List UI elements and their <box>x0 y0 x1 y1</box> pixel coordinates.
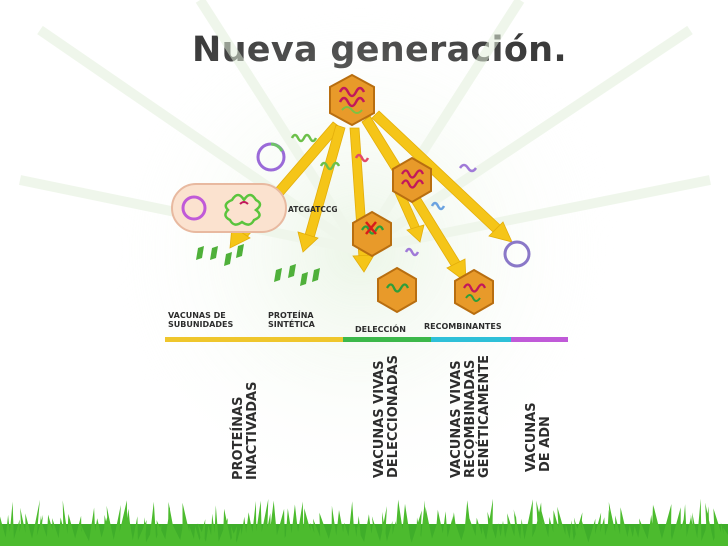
arrow-to-dna-plasmid <box>371 110 513 243</box>
virus-recombinant-icon <box>454 268 494 316</box>
gene-sequence-label: ATCGATCCG <box>288 205 338 214</box>
category-label-recombinant: RECOMBINANTES <box>424 322 502 331</box>
dna-coil-icon <box>290 133 478 257</box>
vertical-label-deleted-live-vaccines: VACUNAS VIVAS DELECCIONADAS <box>372 355 401 478</box>
bacterial-cell-icon <box>171 183 287 233</box>
category-baseline <box>165 337 568 342</box>
category-label-deletion: DELECCIÓN <box>355 325 406 334</box>
vertical-label-line: INACTIVADAS <box>245 381 260 480</box>
plasmid-icon <box>256 142 286 172</box>
grass-decoration <box>0 498 728 546</box>
category-label-line: RECOMBINANTES <box>424 322 502 331</box>
vertical-label-line: DE ADN <box>538 416 553 472</box>
vertical-label-line: VACUNAS <box>524 402 539 472</box>
category-label-subunit-vaccines: VACUNAS DE SUBUNIDADES <box>168 311 233 329</box>
vertical-label-line: VACUNAS VIVAS <box>372 360 387 478</box>
vertical-label-line: DELECCIONADAS <box>386 355 401 478</box>
category-label-line: PROTEÍNA <box>268 311 314 320</box>
virus-icon <box>377 266 417 314</box>
virus-icon <box>329 73 375 127</box>
vertical-label-line: VACUNAS VIVAS <box>449 360 464 478</box>
vertical-label-inactivated-proteins: PROTEÍNAS INACTIVADAS <box>231 381 260 480</box>
vertical-label-line: GENÉTICAMENTE <box>477 354 492 478</box>
category-label-line: DELECCIÓN <box>355 325 406 334</box>
protein-fragments <box>196 244 320 286</box>
dna-plasmid-icon <box>503 240 531 268</box>
vertical-label-line: RECOMBINADAS <box>463 359 478 478</box>
category-label-line: SINTÉTICA <box>268 320 315 329</box>
vertical-label-recombinant-live-vaccines: VACUNAS VIVAS RECOMBINADAS GENÉTICAMENTE <box>449 354 492 478</box>
vertical-label-dna-vaccines: VACUNAS DE ADN <box>524 402 553 472</box>
vertical-label-line: PROTEÍNAS <box>231 396 246 480</box>
virus-deleted-icon <box>352 210 392 258</box>
category-label-line: VACUNAS DE <box>168 311 226 320</box>
virus-icon <box>392 156 432 204</box>
category-label-synthetic-protein: PROTEÍNA SINTÉTICA <box>268 311 315 329</box>
category-label-line: SUBUNIDADES <box>168 320 234 329</box>
arrow-to-protein <box>297 124 346 253</box>
